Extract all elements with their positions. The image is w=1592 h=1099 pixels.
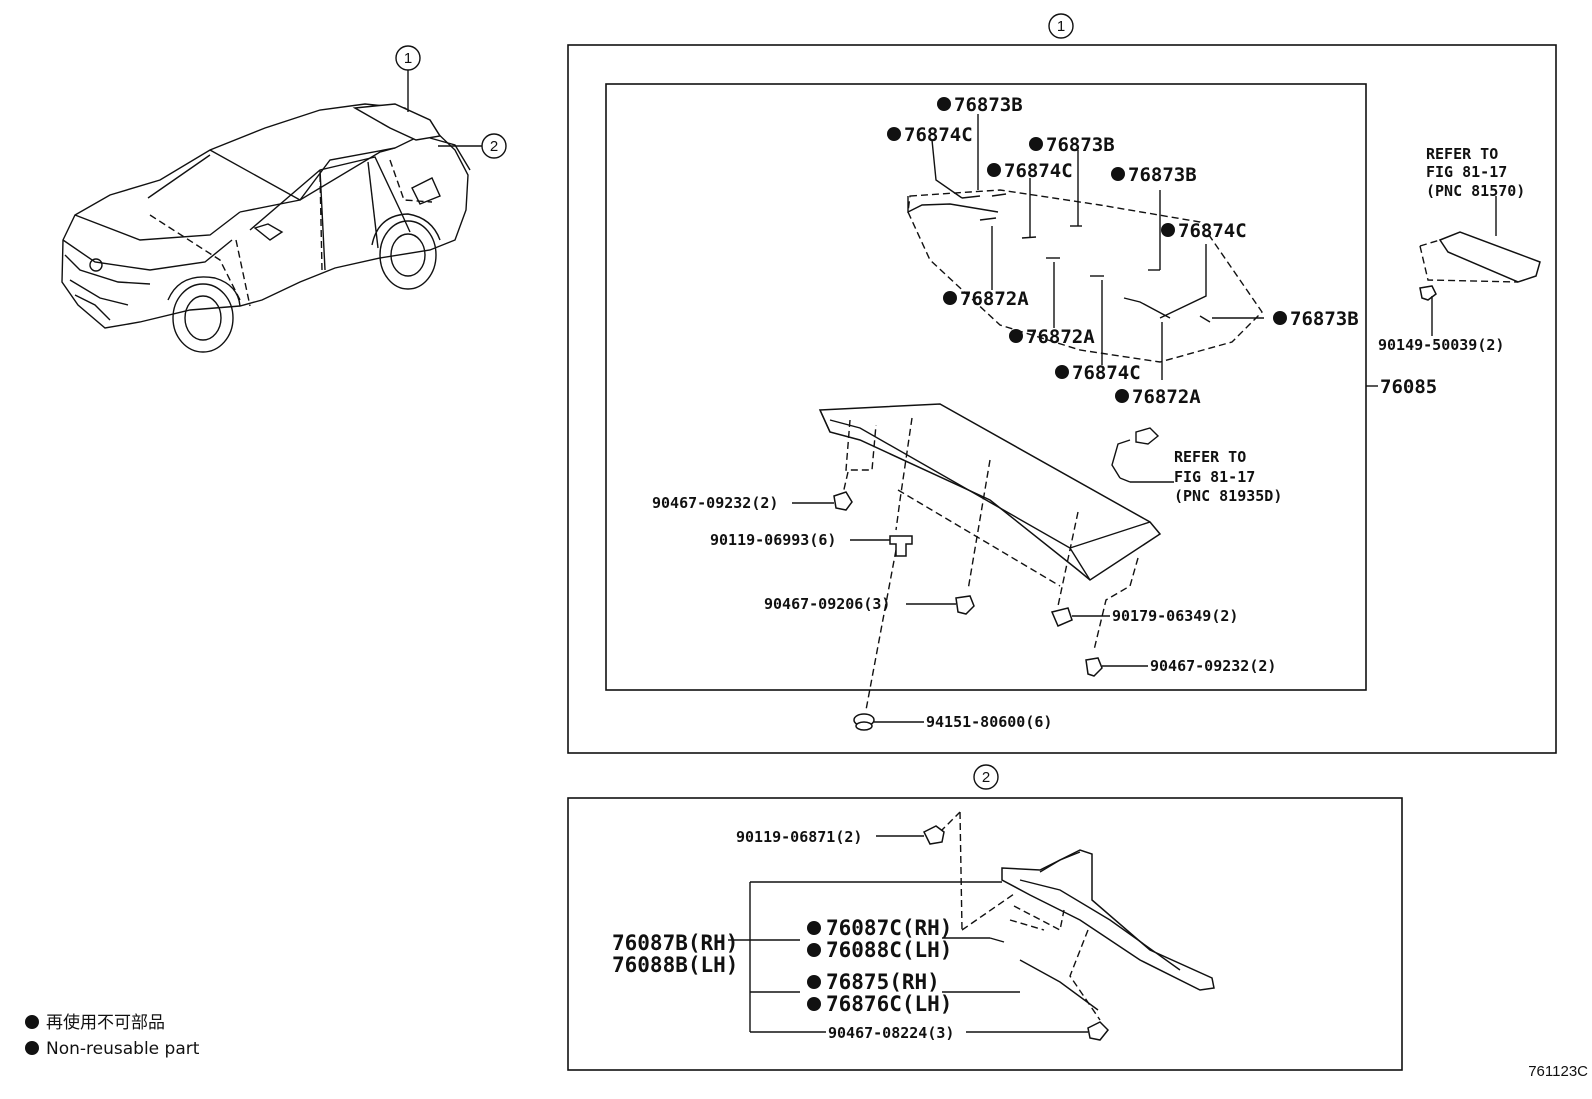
refer-mid-line-3: (PNC 81935D) [1174,487,1282,505]
non-reusable-dot [987,163,1001,177]
label-76872A-b: 76872A [1026,326,1095,348]
refer-top-line-3: (PNC 81570) [1426,182,1525,200]
box-1-outer-frame [567,44,1557,754]
callout-2-label: 2 [490,138,498,155]
label-76087C: 76087C(RH) [826,916,952,940]
callout-2-box-label: 2 [982,769,990,786]
label-90467-09206: 90467-09206(3) [764,595,890,613]
clip-90467-09206 [955,595,975,615]
box-2-labels: 90119-06871(2) 76087B(RH) 76088B(LH) 760… [612,828,954,1042]
label-90119-06993: 90119-06993(6) [710,531,836,549]
legend-text-jp: 再使用不可部品 [46,1012,165,1033]
callout-1-vehicle [395,45,421,71]
label-76873B-d: 76873B [1290,308,1359,330]
label-76874C-a: 76874C [904,124,973,146]
non-reusable-dot [937,97,951,111]
label-76088B: 76088B(LH) [612,953,738,977]
callout-2-box [973,764,999,790]
non-reusable-dot [1115,389,1129,403]
non-reusable-dot [807,943,821,957]
clip-90467-09232-b [1085,657,1103,677]
label-76873B-a: 76873B [954,94,1023,116]
box-1-inner-frame [605,83,1367,691]
box-2-frame [567,797,1403,1071]
non-reusable-dot [1111,167,1125,181]
label-90179-06349: 90179-06349(2) [1112,607,1238,625]
refer-top-line-2: FIG 81-17 [1426,163,1507,181]
figure-code: 761123C [1528,1063,1588,1080]
non-reusable-dot [887,127,901,141]
label-90149-50039: 90149-50039(2) [1378,336,1504,354]
label-76872A-c: 76872A [1132,386,1201,408]
label-76874C-b: 76874C [1004,160,1073,182]
box-1-labels: 76873B 76874C 76873B 76874C 76873B 76874… [652,94,1525,731]
label-76873B-c: 76873B [1128,164,1197,186]
non-reusable-dot [1029,137,1043,151]
clip-90467-09232-a [833,491,853,511]
legend-text-en: Non-reusable part [46,1039,200,1059]
callout-1-box [1048,13,1074,39]
tape-pieces [961,193,1211,323]
non-reusable-dot [1273,311,1287,325]
label-76874C-c: 76874C [1178,220,1247,242]
non-reusable-dot [1161,223,1175,237]
refer-mid-line-2: FIG 81-17 [1174,468,1255,486]
rear-spoiler [818,403,1162,581]
non-reusable-dot [1009,329,1023,343]
label-94151-80600: 94151-80600(6) [926,713,1052,731]
refer-top-line-1: REFER TO [1426,145,1498,163]
clip-90119-06871 [922,825,945,845]
callout-2-vehicle [481,133,507,159]
label-76874C-d: 76874C [1072,362,1141,384]
legend-dot-jp [25,1015,39,1029]
label-76872A-a: 76872A [960,288,1029,310]
legend: 再使用不可部品 Non-reusable part [25,1012,200,1059]
quarter-garnish [1001,849,1215,991]
legend-dot-en [25,1041,39,1055]
label-76087B: 76087B(RH) [612,931,738,955]
label-76876C: 76876C(LH) [826,992,952,1016]
box-2-quarter-trim: 2 90119-06871(2) [567,764,1403,1071]
label-76085: 76085 [1380,376,1437,398]
label-76873B-b: 76873B [1046,134,1115,156]
non-reusable-dot [807,997,821,1011]
nut-90179-06349 [1050,607,1073,627]
clip-94151-80600 [853,713,875,731]
screw-90149-50039 [1419,285,1437,301]
non-reusable-dot [943,291,957,305]
label-76875: 76875(RH) [826,970,940,994]
clip-90467-08224 [1087,1021,1110,1041]
label-90467-09232-b: 90467-09232(2) [1150,657,1276,675]
label-90467-09232-a: 90467-09232(2) [652,494,778,512]
label-90467-08224: 90467-08224(3) [828,1024,954,1042]
non-reusable-dot [807,975,821,989]
refer-mid-line-1: REFER TO [1174,448,1246,466]
non-reusable-dot [807,921,821,935]
label-90119-06871: 90119-06871(2) [736,828,862,846]
vehicle-overview: 1 2 [61,45,507,353]
non-reusable-dot [1055,365,1069,379]
callout-1-label: 1 [404,50,412,67]
bracket-ref-81570 [1438,231,1541,283]
clip-90119-06993 [889,535,913,557]
label-76088C: 76088C(LH) [826,938,952,962]
box-1-spoiler-assembly: 1 [567,13,1557,754]
callout-1-box-label: 1 [1057,18,1065,35]
